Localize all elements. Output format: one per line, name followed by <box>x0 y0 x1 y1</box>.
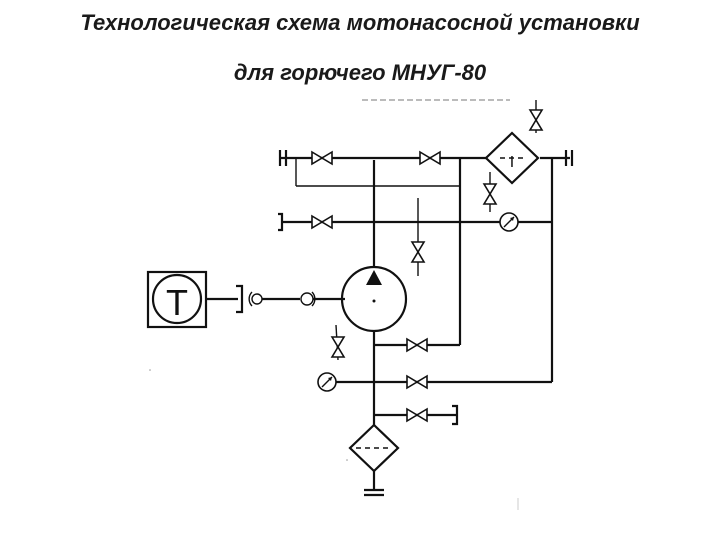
shaft-coupling <box>206 284 345 314</box>
second-line-gate-valve <box>311 215 333 229</box>
suction-pressure-gauge <box>317 372 337 392</box>
top-left-gate-valve <box>311 151 333 165</box>
top-pipeline <box>278 150 574 345</box>
filter-vent-valve <box>529 109 543 131</box>
engine-symbol: T <box>146 270 208 329</box>
top-filter: I <box>484 131 540 185</box>
recirculation-valve <box>406 338 428 352</box>
bottom-branch-valve <box>406 408 428 422</box>
discharge-pressure-gauge <box>499 212 519 232</box>
bottom-filter <box>348 423 400 473</box>
engine-letter: T <box>166 282 188 323</box>
filter-letter: I <box>510 154 514 171</box>
diagram-title-line-1: Технологическая схема мотонасосной устан… <box>80 10 640 35</box>
filter-drain-valve <box>483 183 497 205</box>
top-middle-gate-valve <box>419 151 441 165</box>
pump-drain-valve <box>331 336 345 358</box>
bypass-vertical-valve <box>411 241 425 263</box>
crossover-valve <box>406 375 428 389</box>
diagram-title-line-2: для горючего МНУГ-80 <box>233 60 487 85</box>
second-pipeline <box>278 158 554 382</box>
pump-symbol <box>340 265 408 333</box>
